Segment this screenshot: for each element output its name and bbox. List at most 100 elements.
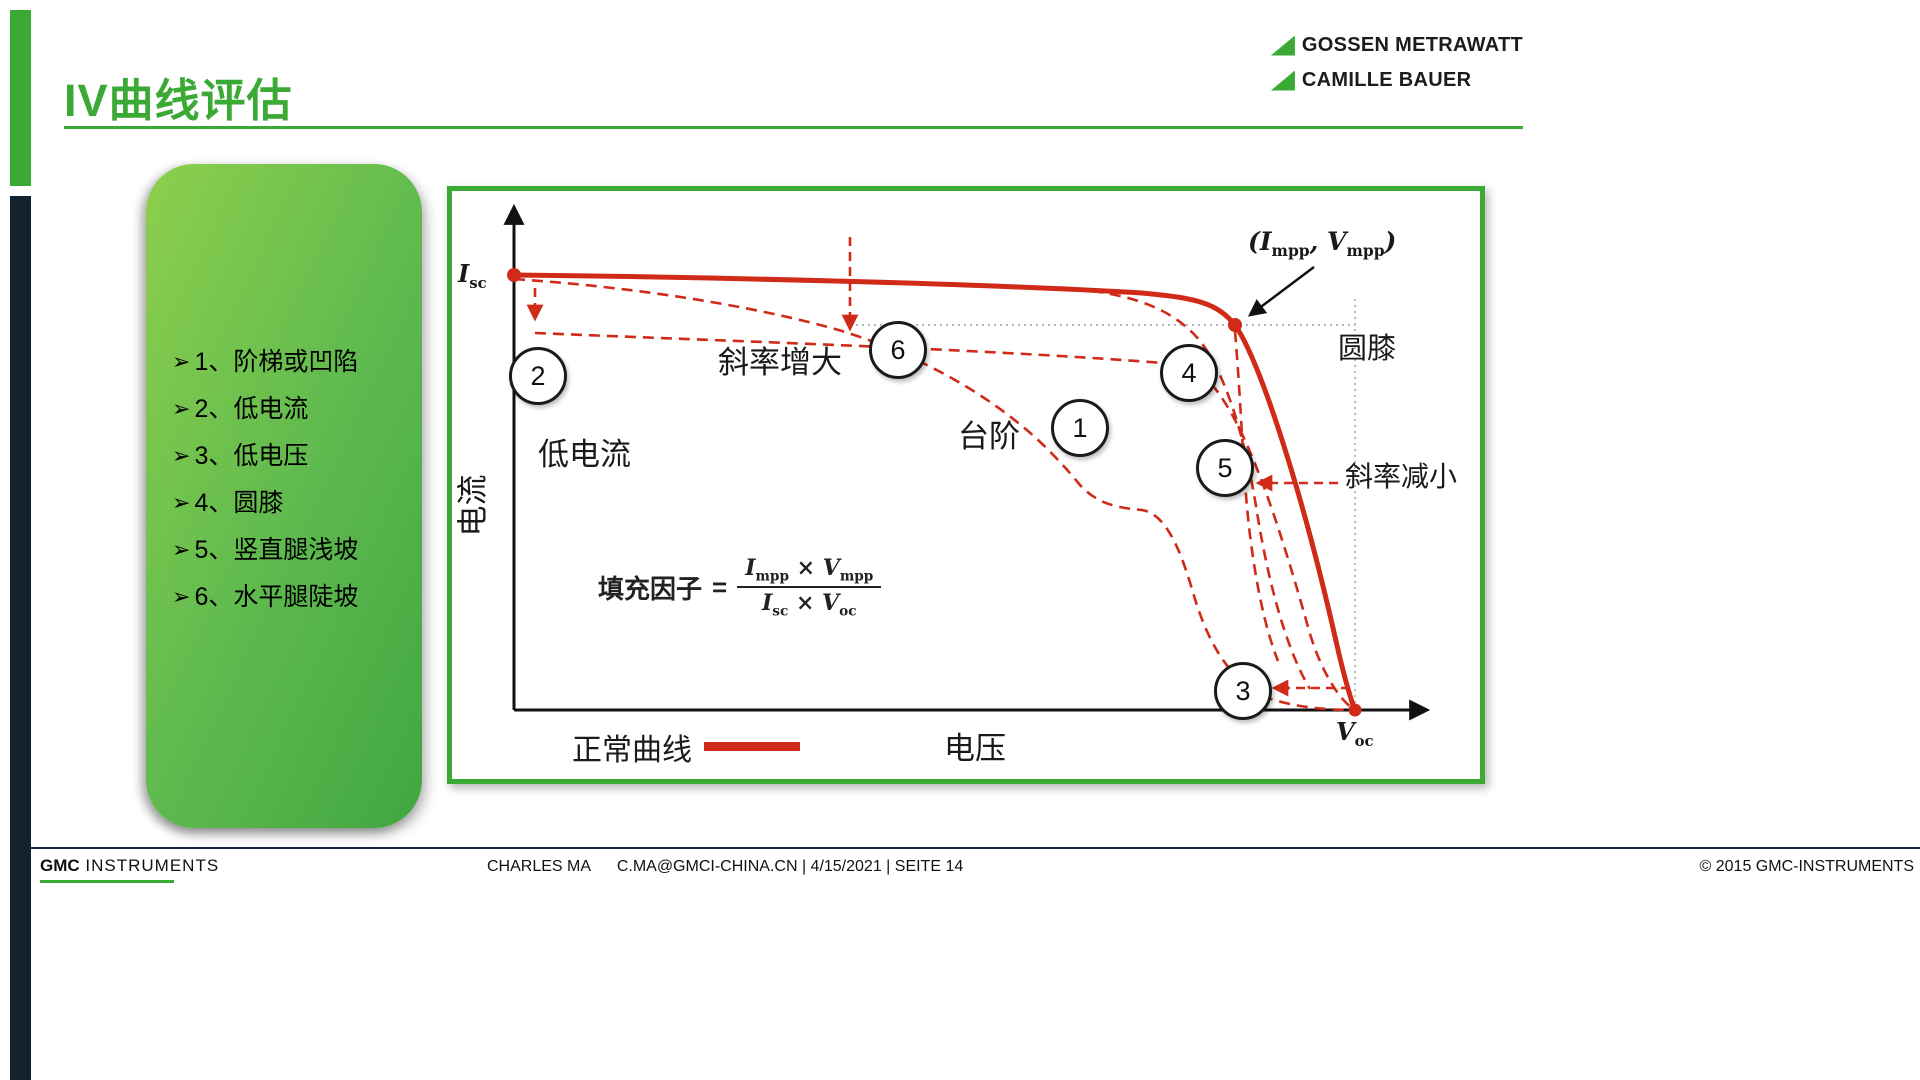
- times-sign: ×: [796, 555, 816, 581]
- list-item-label: 1、阶梯或凹陷: [194, 348, 359, 376]
- y-axis-label: 电流: [455, 474, 491, 537]
- round-knee-dashed-curve: [1091, 289, 1312, 690]
- formula-equals: =: [712, 571, 728, 602]
- vmpp-subscript: mpp: [1346, 241, 1385, 260]
- times-sign: ×: [795, 590, 815, 617]
- marker-number: 4: [1181, 357, 1197, 388]
- marker-6-steep-leg: 6: [869, 321, 927, 379]
- marker-1-step: 1: [1051, 399, 1109, 457]
- list-item-label: 6、水平腿陡坡: [194, 583, 359, 611]
- title-underline: [64, 126, 1523, 129]
- voc-symbol: V: [822, 590, 840, 617]
- voc-subscript: oc: [1354, 731, 1374, 750]
- list-item-label: 5、竖直腿浅坡: [194, 536, 359, 564]
- formula-denominator: Isc × Voc: [762, 588, 857, 619]
- arrow-bullet-icon: ➢: [172, 349, 191, 374]
- vmpp-symbol: V: [1327, 227, 1347, 256]
- isc-subscript: sc: [772, 603, 789, 620]
- edge-bar-green: [10, 10, 31, 186]
- arrow-bullet-icon: ➢: [172, 537, 191, 562]
- vmpp-subscript: mpp: [839, 568, 874, 585]
- paren-close: ): [1384, 227, 1397, 256]
- comma-separator: ,: [1309, 227, 1328, 256]
- arrow-bullet-icon: ➢: [172, 584, 191, 609]
- shallow-leg-dashed-curve: [1233, 330, 1280, 662]
- voc-symbol: V: [1336, 717, 1355, 746]
- impp-symbol: I: [745, 555, 756, 581]
- marker-number: 3: [1235, 675, 1251, 706]
- list-item: ➢ 4、圆膝: [172, 487, 358, 519]
- logo-text: GOSSEN METRAWATT: [1301, 34, 1523, 56]
- marker-number: 5: [1217, 452, 1233, 483]
- x-axis-label: 电压: [944, 731, 1006, 766]
- footer-brand-light: INSTRUMENTS: [79, 856, 220, 875]
- footer-brand-underline: [40, 880, 174, 883]
- arrow-bullet-icon: ➢: [172, 443, 191, 468]
- formula-lhs: 填充因子: [598, 573, 703, 604]
- isc-label: Isc: [458, 259, 487, 292]
- list-item: ➢ 5、竖直腿浅坡: [172, 534, 358, 566]
- marker-number: 2: [530, 360, 546, 391]
- slope-increase-label: 斜率增大: [718, 345, 842, 380]
- footer-brand: GMC INSTRUMENTS: [40, 856, 219, 876]
- isc-symbol: I: [762, 590, 773, 617]
- mpp-label: (Impp, Vmpp): [1248, 227, 1396, 260]
- isc-point: [507, 268, 521, 282]
- iv-curve-plot: [503, 203, 1431, 721]
- isc-subscript: sc: [469, 273, 487, 292]
- normal-curve: [511, 272, 1358, 713]
- edge-bar-navy: [10, 196, 31, 1080]
- logo-camille-bauer: CAMILLE BAUER: [1270, 69, 1472, 92]
- marker-4-round-knee: 4: [1160, 344, 1218, 402]
- mpp-annotation-arrow: [1247, 266, 1315, 317]
- footer-author-info: CHARLES MA C.MA@GMCI-CHINA.CN | 4/15/202…: [487, 858, 964, 875]
- defect-list-panel: ➢ 1、阶梯或凹陷 ➢ 2、低电流 ➢ 3、低电压 ➢ 4、圆膝 ➢ 5、竖直腿…: [146, 164, 422, 828]
- list-item: ➢ 1、阶梯或凹陷: [172, 346, 358, 378]
- isc-symbol: I: [458, 259, 470, 288]
- formula-fraction: Impp × Vmpp Isc × Voc: [737, 555, 882, 620]
- list-item-label: 3、低电压: [194, 442, 309, 470]
- mpp-point: [1228, 318, 1242, 332]
- list-item-label: 4、圆膝: [194, 489, 284, 517]
- impp-subscript: mpp: [755, 568, 789, 585]
- triangle-logo-icon: [1270, 70, 1295, 91]
- logo-gossen-metrawatt: GOSSEN METRAWATT: [1270, 34, 1523, 57]
- marker-number: 6: [890, 334, 906, 365]
- voc-subscript: oc: [839, 603, 857, 620]
- legend-label: 正常曲线: [572, 734, 692, 767]
- logo-text: CAMILLE BAUER: [1301, 69, 1472, 91]
- impp-subscript: mpp: [1271, 241, 1310, 260]
- list-item: ➢ 6、水平腿陡坡: [172, 581, 358, 613]
- impp-symbol: I: [1259, 227, 1272, 256]
- arrow-bullet-icon: ➢: [172, 396, 191, 421]
- vmpp-symbol: V: [822, 555, 840, 581]
- low-current-dashed-curve: [534, 331, 1356, 712]
- step-dashed-curve: [513, 277, 1356, 712]
- voc-label: Voc: [1336, 717, 1374, 750]
- iv-curve-chart: 电流 电压 Isc Voc (Impp, Vmpp) 低电流 斜率增大 台阶 圆…: [447, 186, 1485, 784]
- triangle-logo-icon: [1270, 35, 1295, 56]
- defect-list: ➢ 1、阶梯或凹陷 ➢ 2、低电流 ➢ 3、低电压 ➢ 4、圆膝 ➢ 5、竖直腿…: [172, 346, 358, 613]
- legend-normal-curve-swatch: [704, 742, 800, 751]
- footer-divider: [31, 847, 1920, 849]
- paren-open: (: [1248, 227, 1260, 256]
- list-item-label: 2、低电流: [194, 395, 309, 423]
- step-label: 台阶: [958, 419, 1020, 454]
- footer-copyright: © 2015 GMC-INSTRUMENTS: [1699, 858, 1914, 875]
- voc-point: [1348, 703, 1362, 717]
- list-item: ➢ 2、低电流: [172, 393, 358, 425]
- fill-factor-formula: 填充因子 = Impp × Vmpp Isc × Voc: [598, 555, 882, 620]
- list-item: ➢ 3、低电压: [172, 440, 358, 472]
- marker-2-low-current: 2: [509, 347, 567, 405]
- formula-numerator: Impp × Vmpp: [737, 555, 882, 589]
- marker-5-shallow-leg: 5: [1196, 439, 1254, 497]
- low-current-label: 低电流: [538, 437, 631, 472]
- page-title: IV曲线评估: [64, 75, 293, 126]
- brand-logos: GOSSEN METRAWATT CAMILLE BAUER: [1270, 34, 1523, 92]
- slope-decrease-label: 斜率减小: [1345, 461, 1458, 492]
- arrow-bullet-icon: ➢: [172, 490, 191, 515]
- footer-brand-strong: GMC: [40, 856, 80, 875]
- round-knee-label: 圆膝: [1338, 333, 1397, 365]
- marker-number: 1: [1072, 412, 1088, 443]
- marker-3-low-voltage: 3: [1214, 662, 1272, 720]
